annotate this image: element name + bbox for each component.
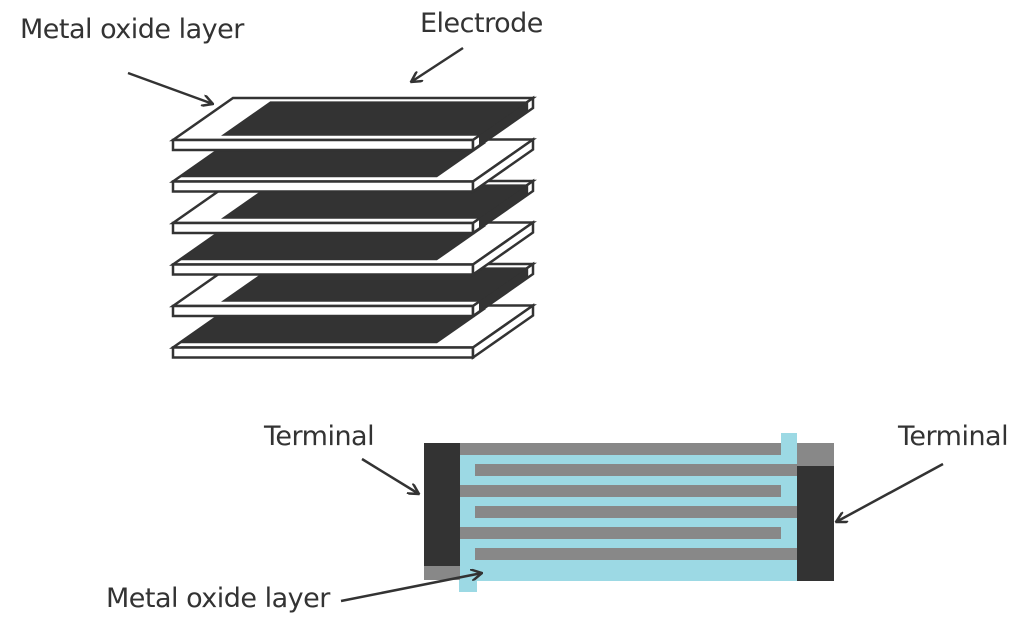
electrode-print bbox=[179, 225, 487, 261]
electrode-edge bbox=[479, 267, 529, 312]
label-bottom-oxide: Metal oxide layer bbox=[106, 583, 330, 614]
label-top-electrode: Electrode bbox=[420, 8, 543, 39]
terminal-right-cap bbox=[797, 443, 834, 467]
inner-electrode-right-2 bbox=[475, 506, 797, 518]
leader-arrows bbox=[127, 46, 944, 603]
label-top-oxide: Metal oxide layer bbox=[20, 14, 244, 45]
plate-front-face bbox=[171, 138, 475, 152]
electrode-print bbox=[221, 101, 529, 136]
arrow-terminal-left bbox=[361, 457, 419, 494]
inner-electrode-right-1 bbox=[475, 464, 797, 476]
inner-electrodes bbox=[459, 443, 797, 560]
arrow-bottom-oxide bbox=[340, 573, 482, 603]
label-terminal-left: Terminal bbox=[264, 421, 375, 452]
arrow-terminal-right bbox=[836, 462, 944, 522]
electrode-print bbox=[221, 267, 529, 302]
plate-front-face bbox=[171, 304, 475, 318]
terminal-left-cap bbox=[424, 566, 460, 580]
inner-electrode-left-1 bbox=[459, 443, 781, 455]
electrode-print bbox=[221, 184, 529, 219]
plate-side-face bbox=[471, 220, 535, 277]
oxide-tab-top bbox=[781, 433, 797, 445]
plate-front-face bbox=[171, 263, 475, 276]
cross-section bbox=[424, 433, 834, 592]
electrode-print bbox=[179, 308, 487, 344]
electrode-edge bbox=[479, 184, 529, 229]
arrow-top-electrode bbox=[411, 46, 464, 82]
multilayer-stack bbox=[169, 95, 537, 360]
inner-electrode-left-2 bbox=[459, 485, 781, 497]
electrode-edge bbox=[479, 101, 529, 146]
electrode-print bbox=[179, 142, 487, 178]
plate-side-face bbox=[471, 137, 535, 194]
label-terminal-right: Terminal bbox=[898, 421, 1009, 452]
plate-side-face bbox=[471, 303, 535, 360]
plate-front-face bbox=[171, 221, 475, 235]
oxide-tab-bottom bbox=[459, 579, 477, 592]
plate-front-face bbox=[171, 180, 475, 193]
inner-electrode-left-3 bbox=[459, 527, 781, 539]
plate-front-face bbox=[171, 346, 475, 359]
arrow-top-oxide bbox=[127, 71, 213, 104]
terminal-right-body bbox=[797, 466, 834, 581]
terminal-left-body bbox=[424, 443, 460, 567]
plate-1 bbox=[169, 95, 537, 153]
inner-electrode-right-3 bbox=[475, 548, 797, 560]
